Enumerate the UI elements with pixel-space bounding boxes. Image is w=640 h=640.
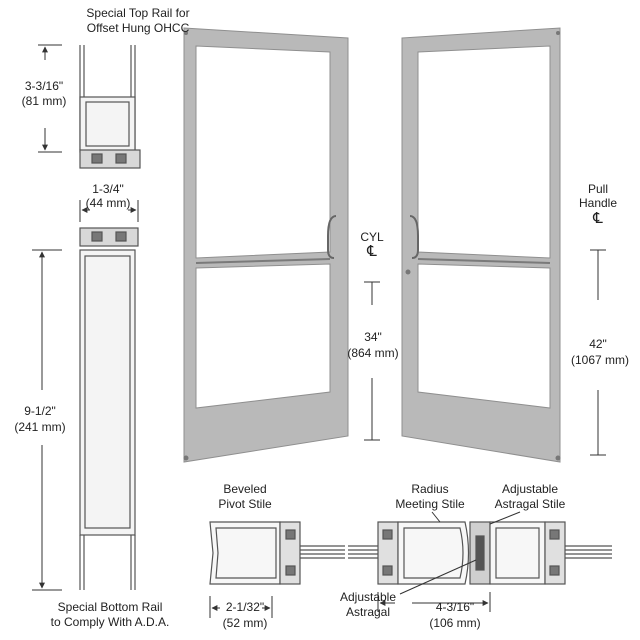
top-dim-mm: (81 mm) — [21, 94, 67, 108]
pull-centerline-symbol: ℄ — [593, 210, 603, 227]
top-dimension — [38, 44, 62, 153]
stile-width-mm: (44 mm) — [85, 196, 131, 210]
pull-label-line2: Handle — [578, 196, 618, 210]
meeting-stile-section — [348, 521, 612, 585]
bottom-dim-in: 9-1/2" — [24, 404, 56, 418]
bottom-rail-title-line1: Special Bottom Rail — [57, 600, 163, 614]
astragal-stile-title-line2: Astragal Stile — [494, 497, 566, 511]
adj-astragal-line2: Astragal — [345, 605, 391, 619]
bottom-dimension — [32, 249, 62, 591]
cyl-height-mm: (864 mm) — [347, 346, 399, 360]
meeting-dimension — [377, 592, 491, 612]
meeting-dim-mm: (106 mm) — [429, 616, 481, 630]
radius-title-line1: Radius — [411, 482, 449, 496]
cyl-height-in: 34" — [364, 330, 382, 344]
top-rail-section — [79, 45, 141, 169]
stile-width-in: 1-3/4" — [92, 182, 124, 196]
pull-label-line1: Pull — [587, 182, 608, 196]
top-rail-title-line2: Offset Hung OHCC — [86, 21, 190, 35]
left-door — [183, 27, 349, 463]
bottom-rail-title-line2: to Comply With A.D.A. — [50, 615, 170, 629]
right-door — [401, 27, 561, 463]
astragal-stile-title-line1: Adjustable — [501, 482, 559, 496]
pull-dimension — [590, 249, 606, 456]
bottom-rail-section — [79, 227, 139, 590]
top-rail-title-line1: Special Top Rail for — [86, 6, 190, 20]
cyl-centerline-symbol: ℄ — [367, 243, 377, 260]
callout-leaders — [399, 511, 521, 595]
top-dim-in: 3-3/16" — [24, 79, 64, 93]
beveled-title-line2: Pivot Stile — [218, 497, 272, 511]
bottom-dim-mm: (241 mm) — [14, 420, 66, 434]
beveled-title-line1: Beveled — [223, 482, 267, 496]
radius-title-line2: Meeting Stile — [395, 497, 465, 511]
adj-astragal-line1: Adjustable — [339, 590, 397, 604]
meeting-dim-in: 4-3/16" — [435, 600, 475, 614]
beveled-pivot-stile — [209, 521, 345, 585]
pull-height-in: 42" — [589, 337, 607, 351]
pivot-dim-mm: (52 mm) — [222, 616, 268, 630]
stile-width-dimension — [79, 200, 139, 222]
pivot-dimension — [209, 596, 273, 618]
cyl-label: CYL — [360, 230, 384, 244]
pull-height-mm: (1067 mm) — [570, 353, 629, 367]
cyl-dimension — [364, 281, 380, 441]
pivot-dim-in: 2-1/32" — [225, 600, 265, 614]
